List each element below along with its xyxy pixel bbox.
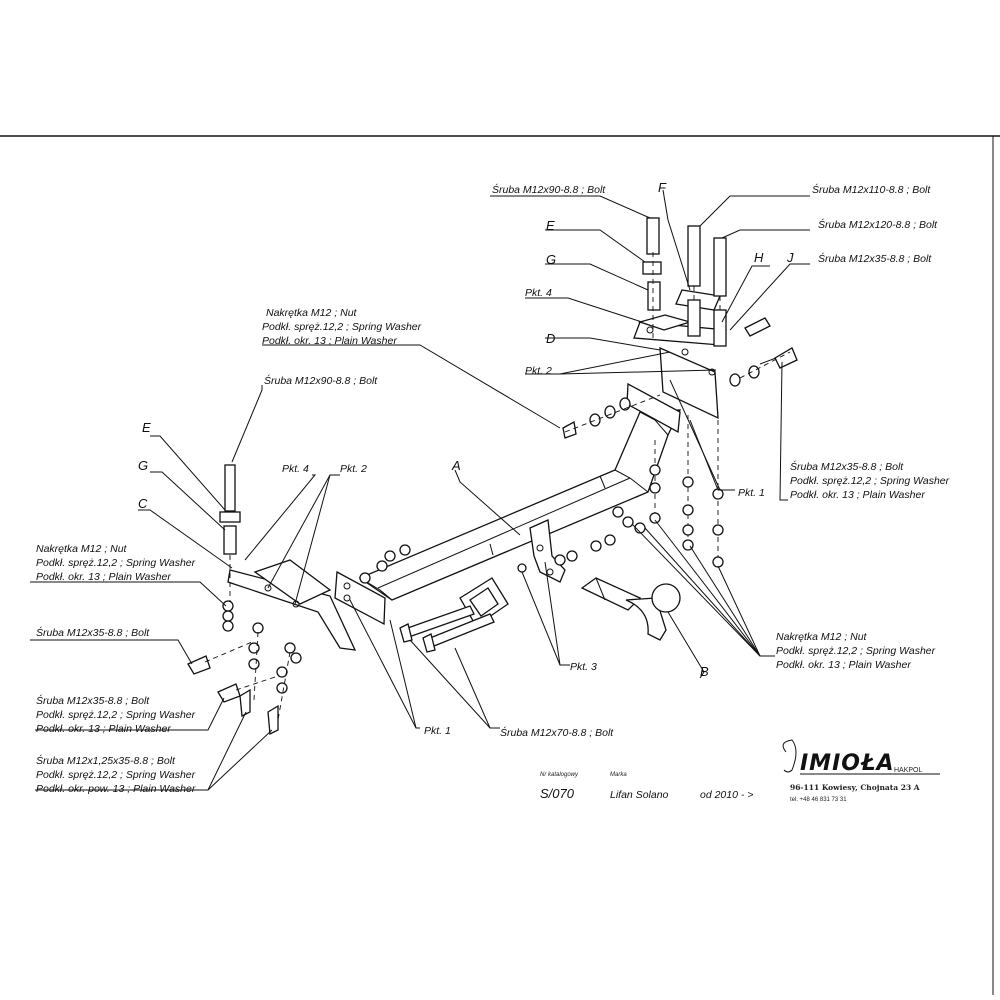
callout-plain-washer-bottom: Podkł. okr. 13 ; Plain Washer [36,723,171,735]
callout-plain-washer-right: Podkł. okr. 13 ; Plain Washer [776,659,911,671]
callout-spring-washer-upper: Podkł. spręż.12,2 ; Spring Washer [262,321,422,333]
model-years: od 2010 - > [700,789,753,801]
pkt4-left: Pkt. 4 [282,463,309,475]
callout-bolt-m12x70: Śruba M12x70-8.8 ; Bolt [500,726,614,739]
callout-spring-washer-right: Podkł. spręż.12,2 ; Spring Washer [776,645,936,657]
pkt1-right: Pkt. 1 [738,487,765,499]
label-b: B [700,664,709,679]
make-label: Marka [610,772,627,778]
brand-phone: tel. +48 46 831 73 31 [790,797,847,803]
callout-nut-right: Nakrętka M12 ; Nut [776,631,868,643]
callout-spring-washer-left: Podkł. spręż.12,2 ; Spring Washer [36,557,196,569]
leader-lines [30,189,810,791]
label-d: D [546,331,555,346]
callout-plain-washer-upper: Podkł. okr. 13 ; Plain Washer [262,335,397,347]
logo-swoosh [782,739,797,773]
callout-plain-washer-left: Podkł. okr. 13 ; Plain Washer [36,571,171,583]
label-e-right: E [546,218,555,233]
catalog-number: S/070 [540,786,575,801]
callout-bolt-m12x90-right: Śruba M12x90-8.8 ; Bolt [492,183,606,196]
callout-bolt-m12x35-bottom: Śruba M12x35-8.8 ; Bolt [36,694,150,707]
label-g-left: G [138,458,148,473]
callout-bolt-m12x35-right-lower: Śruba M12x35-8.8 ; Bolt [790,460,904,473]
callout-bolt-m12x35-left: Śruba M12x35-8.8 ; Bolt [36,626,150,639]
callout-bolt-m12x125: Śruba M12x1,25x35-8.8 ; Bolt [36,754,176,767]
label-a: A [451,458,461,473]
callout-bolt-m12x110: Śruba M12x110-8.8 ; Bolt [812,183,931,196]
brand-address: 96-111 Kowiesy, Chojnata 23 A [790,783,920,792]
left-vertical-bolt [219,464,241,630]
callout-bolt-m12x35-right: Śruba M12x35-8.8 ; Bolt [818,252,932,265]
callout-spring-washer-last: Podkł. spręż.12,2 ; Spring Washer [36,769,196,781]
pkt2-left: Pkt. 2 [340,463,367,475]
right-side-fasteners [562,317,798,439]
label-e-left: E [142,420,151,435]
label-g-right: G [546,252,556,267]
main-crossbar [334,382,682,627]
callout-nut-left: Nakrętka M12 ; Nut [36,543,128,555]
brand-name: IMIOŁA [800,751,895,776]
title-block: Nr katalogowy Marka S/070 Lifan Solano o… [540,772,753,801]
pkt1-bottom: Pkt. 1 [424,725,451,737]
vehicle-model: Lifan Solano [610,789,669,801]
left-fasteners [187,600,302,736]
brand-sub: HAKPOL [894,767,923,774]
left-side-bracket [227,559,357,651]
label-j: J [786,250,794,265]
callout-bolt-m12x90-left: Śruba M12x90-8.8 ; Bolt [264,374,378,387]
right-vertical-bolts [642,217,727,347]
label-c: C [138,496,148,511]
right-lower-nuts [517,464,724,573]
label-f: F [658,180,667,195]
catalog-label: Nr katalogowy [540,772,579,778]
crossbar-bolts [359,544,495,653]
pkt3: Pkt. 3 [570,661,597,673]
label-h: H [754,250,764,265]
part-letters: E G D F H J A B E G C [138,180,794,679]
tow-ball [580,577,681,641]
pkt2-right: Pkt. 2 [525,365,552,377]
callout-nut-upper: Nakrętka M12 ; Nut [266,307,358,319]
callout-plain-washer-right-lower: Podkł. okr. 13 ; Plain Washer [790,489,925,501]
callout-bolt-m12x120: Śruba M12x120-8.8 ; Bolt [818,218,938,231]
callout-spring-washer-bottom: Podkł. spręż.12,2 ; Spring Washer [36,709,196,721]
callout-texts: Śruba M12x90-8.8 ; Bolt Śruba M12x110-8.… [36,183,950,795]
callout-plain-washer-pow: Podkł. okr. pow. 13 ; Plain Washer [36,783,196,795]
pkt4-right: Pkt. 4 [525,287,552,299]
brand-logo: IMIOŁA HAKPOL 96-111 Kowiesy, Chojnata 2… [782,739,940,803]
callout-spring-washer-right-lower: Podkł. spręż.12,2 ; Spring Washer [790,475,950,487]
point-labels: Pkt. 4 Pkt. 2 Pkt. 1 Pkt. 4 Pkt. 2 Pkt. … [282,287,765,737]
